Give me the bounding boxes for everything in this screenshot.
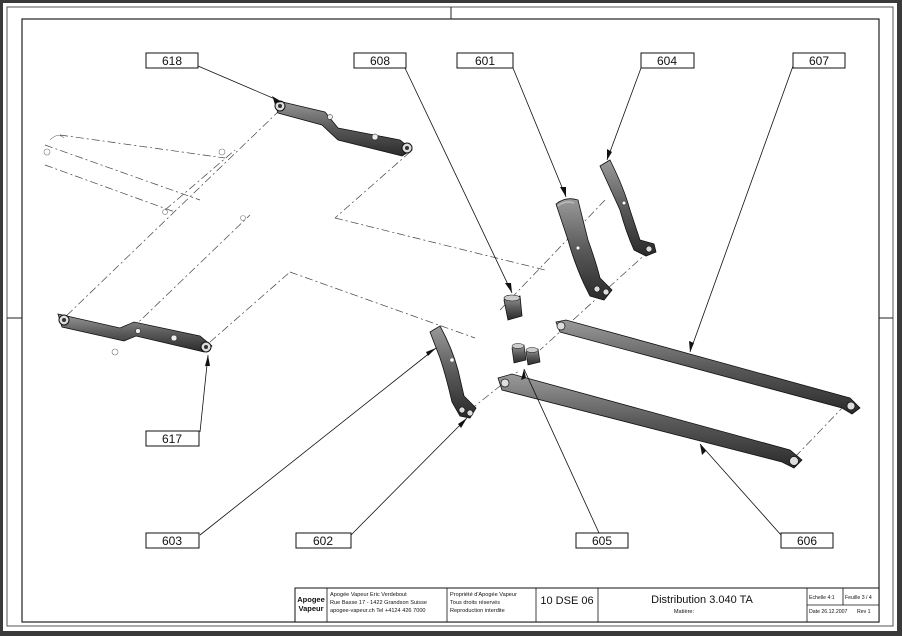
- callout-607: 607: [792, 52, 846, 69]
- callout-604: 604: [640, 52, 695, 69]
- callout-617-label: 617: [162, 432, 182, 446]
- callout-603-label: 603: [162, 534, 182, 548]
- leader-arrowheads: [205, 96, 706, 455]
- callout-618-label: 618: [162, 54, 182, 68]
- part-608-pin: [503, 294, 523, 321]
- part-618-link: [273, 99, 413, 157]
- part-605-pins: [511, 343, 541, 366]
- callout-605: 605: [575, 532, 629, 549]
- callout-608-label: 608: [370, 54, 390, 68]
- callout-606: 606: [780, 532, 834, 549]
- callout-603: 603: [145, 532, 200, 549]
- callouts: 618 608 601 604 607 617 603 602: [145, 52, 846, 549]
- rights-line-1: Propriété d'Apogée Vapeur: [450, 592, 517, 598]
- part-603-lever: [429, 325, 477, 419]
- callout-604-label: 604: [657, 54, 677, 68]
- rights-line-3: Reproduction interdite: [450, 608, 505, 614]
- callout-602-label: 602: [313, 534, 333, 548]
- part-601-lever: [555, 198, 613, 301]
- center-marks: [7, 7, 893, 319]
- drawing-number: 10 DSE 06: [540, 595, 593, 607]
- sheet-number: Feuille 3 / 4: [845, 595, 872, 601]
- paper: [3, 3, 897, 631]
- company-logo: Apogee Vapeur: [297, 595, 325, 613]
- drawing-title: Distribution 3.040 TA: [651, 594, 753, 606]
- callout-607-label: 607: [809, 54, 829, 68]
- construction-lines: [44, 109, 846, 458]
- callout-602: 602: [295, 532, 352, 549]
- callout-608: 608: [353, 52, 407, 69]
- scale: Echelle 4:1: [809, 595, 835, 601]
- leader-lines: [197, 65, 794, 536]
- logo-top: Apogee: [297, 595, 325, 604]
- part-617-link: [57, 313, 213, 353]
- part-607-rod: [555, 319, 861, 415]
- outer-frame: [6, 6, 894, 627]
- part-606-rod: [497, 373, 803, 469]
- date: Date 26.12.2007: [809, 609, 847, 615]
- material-label: Matière:: [674, 609, 695, 615]
- revision: Rev 1: [857, 609, 871, 615]
- callout-601-label: 601: [475, 54, 495, 68]
- callout-618: 618: [145, 52, 199, 69]
- ghost-sketch: [43, 135, 246, 356]
- company-line-3: apogee-vapeur.ch Tel +4124 426 7000: [330, 608, 426, 614]
- company-line-2: Rue Basse 17 - 1422 Grandson Suisse: [330, 600, 427, 606]
- logo-bottom: Vapeur: [298, 604, 323, 613]
- callout-605-label: 605: [592, 534, 612, 548]
- callout-601: 601: [456, 52, 514, 69]
- part-604-lever: [599, 159, 657, 257]
- rights-line-2: Tous droits réservés: [450, 600, 500, 606]
- title-block: Apogee Vapeur Apogée Vapeur Eric Verdebo…: [294, 587, 880, 623]
- callout-617: 617: [145, 430, 200, 447]
- company-line-1: Apogée Vapeur Eric Verdebout: [330, 592, 407, 598]
- callout-606-label: 606: [797, 534, 817, 548]
